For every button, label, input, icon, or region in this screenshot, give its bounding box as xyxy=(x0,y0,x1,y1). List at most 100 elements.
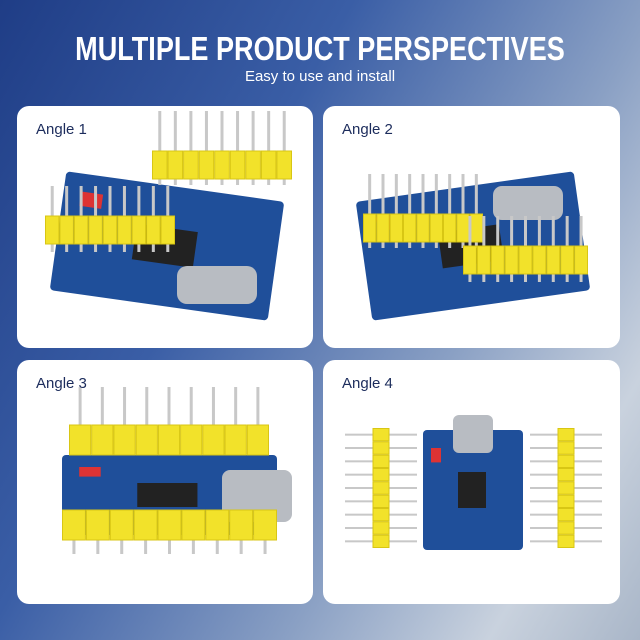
header-block xyxy=(557,428,575,442)
header-block xyxy=(133,509,158,541)
header-pin xyxy=(368,174,372,248)
header-block xyxy=(109,509,134,541)
board-image-angle-4 xyxy=(345,415,602,550)
header-block xyxy=(157,509,182,541)
header-block xyxy=(518,245,533,275)
header-block xyxy=(557,508,575,522)
header-block xyxy=(88,215,103,245)
led xyxy=(79,467,101,477)
header-block xyxy=(229,509,254,541)
header-pin xyxy=(421,174,425,248)
header-block xyxy=(85,509,110,541)
header-block xyxy=(113,424,136,456)
header-block xyxy=(224,424,247,456)
board-image-angle-1 xyxy=(45,111,293,321)
header-block xyxy=(183,150,199,180)
card-angle-2: Angle 2 xyxy=(323,106,620,348)
header-pin xyxy=(204,111,208,185)
card-angle-4: Angle 4 xyxy=(323,360,620,604)
header-block xyxy=(131,215,147,245)
header-block xyxy=(363,213,377,243)
header-pin xyxy=(234,387,238,455)
header-block xyxy=(135,424,158,456)
header-pin xyxy=(189,387,193,455)
header-block xyxy=(429,213,443,243)
header-block xyxy=(557,521,575,535)
usb-c-port xyxy=(453,415,493,453)
header-pin xyxy=(167,387,171,455)
header-block xyxy=(504,245,519,275)
header-block xyxy=(245,150,261,180)
header-block xyxy=(557,468,575,482)
card-label: Angle 4 xyxy=(342,375,393,392)
header-block xyxy=(198,150,215,180)
header-pin xyxy=(282,111,286,185)
header-pin xyxy=(100,387,104,455)
header-block xyxy=(372,508,390,522)
page-subtitle: Easy to use and install xyxy=(244,68,396,85)
header-pin xyxy=(158,111,162,185)
header-block xyxy=(372,481,390,495)
header-block xyxy=(469,213,484,243)
microcontroller-chip xyxy=(458,472,486,508)
header-block xyxy=(372,428,390,442)
header-block xyxy=(557,481,575,495)
header-block xyxy=(463,245,477,275)
board-image-angle-2 xyxy=(356,171,590,321)
microcontroller-chip xyxy=(137,483,198,507)
header-block xyxy=(372,468,390,482)
header-pin xyxy=(189,111,193,185)
header-pin xyxy=(474,174,478,248)
led xyxy=(79,191,104,209)
header-block xyxy=(117,215,132,245)
header-block xyxy=(403,213,417,243)
header-block xyxy=(532,245,547,275)
header-pin xyxy=(173,111,177,185)
header-block xyxy=(167,150,184,180)
header-pin xyxy=(236,111,240,185)
header-block xyxy=(560,245,575,275)
header-pin xyxy=(211,387,215,455)
header-pin xyxy=(78,387,82,455)
led xyxy=(431,448,441,463)
board-image-angle-3 xyxy=(62,387,292,554)
header-block xyxy=(557,494,575,509)
header-block xyxy=(91,424,114,456)
header-block xyxy=(557,454,575,468)
header-block xyxy=(157,424,181,456)
header-block xyxy=(416,213,430,243)
page-title: MULTIPLE PRODUCT PERSPECTIVES xyxy=(75,30,565,67)
header-block xyxy=(69,424,92,456)
usb-c-port xyxy=(177,266,257,304)
header-block xyxy=(389,213,403,243)
header-block xyxy=(276,150,293,180)
card-label: Angle 1 xyxy=(36,121,87,138)
header-block xyxy=(253,509,278,541)
card-angle-3: Angle 3 xyxy=(17,360,313,604)
header-pin xyxy=(434,174,438,248)
usb-c-port xyxy=(493,186,563,220)
header-block xyxy=(246,424,269,456)
header-block xyxy=(146,215,161,245)
header-block xyxy=(62,509,86,541)
header-block xyxy=(456,213,470,243)
header-block xyxy=(229,150,246,180)
header-block xyxy=(45,215,60,245)
header-block xyxy=(372,534,390,549)
header-block xyxy=(557,534,575,549)
header-block xyxy=(73,215,89,245)
header-block xyxy=(372,441,390,455)
card-label: Angle 2 xyxy=(342,121,393,138)
header-block xyxy=(574,245,589,275)
header-pin xyxy=(256,387,260,455)
header-pin xyxy=(448,174,452,248)
card-label: Angle 3 xyxy=(36,375,87,392)
usb-c-port xyxy=(222,470,292,522)
header-pin xyxy=(381,174,385,248)
header-block xyxy=(152,150,168,180)
header-block xyxy=(443,213,457,243)
header-block xyxy=(372,521,390,535)
header-block xyxy=(102,215,118,245)
header-pin xyxy=(251,111,255,185)
header-block xyxy=(214,150,230,180)
